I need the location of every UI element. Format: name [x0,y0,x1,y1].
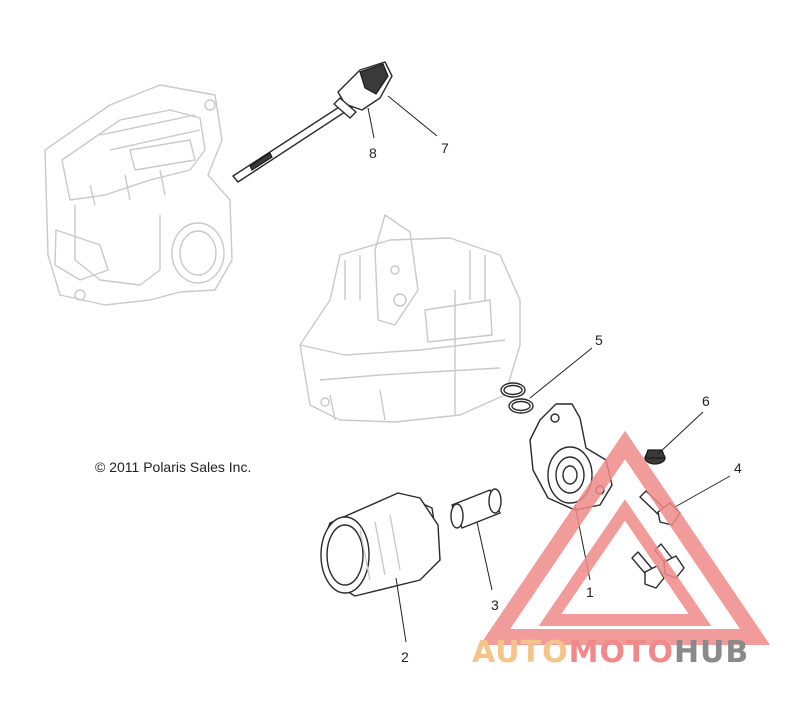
callout-7: 7 [441,140,449,156]
watermark-auto: AUTO [472,635,569,670]
callout-4: 4 [734,460,742,476]
watermark-triangle [479,430,771,645]
svg-text:AUTOMOTOHUB: AUTOMOTOHUB [472,635,749,670]
callout-6: 6 [702,393,710,409]
sleeve [450,488,502,529]
callout-5: 5 [595,332,603,348]
leader-lines [367,95,731,643]
engine-ghost-left [44,84,233,306]
o-rings [500,382,534,414]
callout-8: 8 [369,145,377,161]
callout-3: 3 [491,597,499,613]
callout-labels: 8 7 5 6 4 1 3 2 [369,140,742,665]
callout-1: 1 [586,584,594,600]
dipstick [232,61,393,183]
watermark-moto: MOTO [569,635,674,670]
engine-block-ghost [299,214,521,423]
callout-2: 2 [401,649,409,665]
copyright-notice: © 2011 Polaris Sales Inc. [95,459,252,475]
watermark-hub: HUB [674,635,749,670]
drain-plug [644,449,666,465]
oil-filter [320,492,441,597]
watermark-logo: AUTOMOTOHUB [472,635,749,670]
